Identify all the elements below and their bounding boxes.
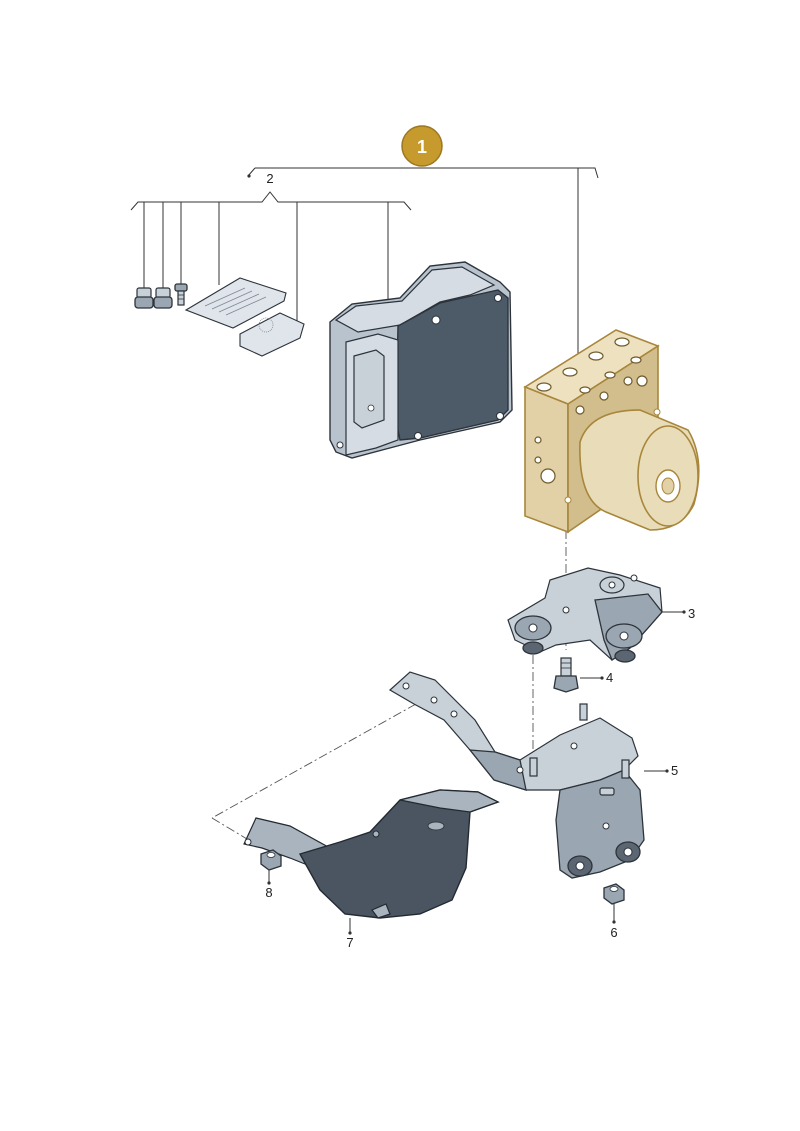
callout-label-6[interactable]: 6	[610, 925, 617, 940]
screw-small	[174, 283, 188, 306]
sealing-plugs	[134, 283, 188, 309]
callout-label-4[interactable]: 4	[606, 670, 613, 685]
bolt	[553, 657, 579, 693]
heat-shield-cover	[243, 789, 500, 919]
callout-leaders	[267, 610, 686, 935]
damper-bracket	[507, 567, 663, 663]
nut-8	[260, 849, 282, 871]
label-sticker	[239, 312, 305, 357]
callout-label-5[interactable]: 5	[671, 763, 678, 778]
mounting-bracket	[388, 671, 645, 879]
callout-label-3[interactable]: 3	[688, 606, 695, 621]
part-number-badge[interactable]: 1	[401, 125, 443, 167]
plug-1	[134, 287, 154, 309]
abs-hydraulic-unit	[523, 329, 700, 534]
leader-lines	[130, 167, 599, 355]
nut-6	[603, 883, 625, 905]
callout-labels: 2 3 4 5 6 7 8	[265, 171, 695, 950]
plug-2	[153, 287, 173, 309]
instruction-sheet	[184, 277, 287, 329]
callout-label-2[interactable]: 2	[266, 171, 273, 186]
callout-label-7[interactable]: 7	[346, 935, 353, 950]
assembly-center-lines	[211, 530, 567, 849]
abs-control-unit	[329, 261, 513, 459]
callout-label-8[interactable]: 8	[265, 885, 272, 900]
badge-number: 1	[417, 137, 427, 157]
